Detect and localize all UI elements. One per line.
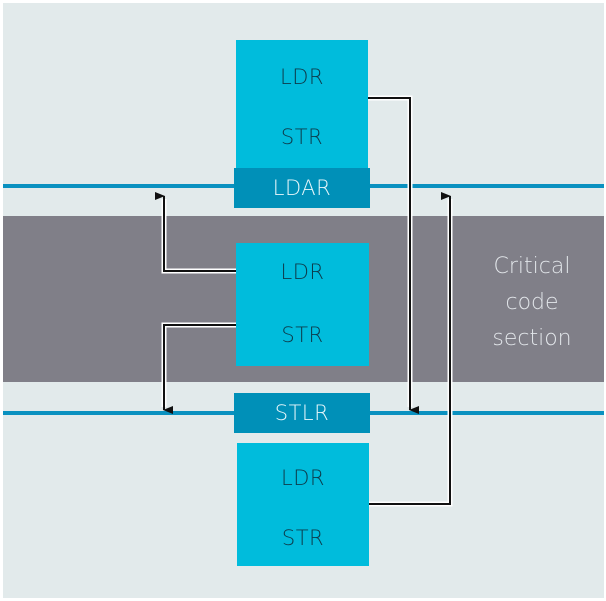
diagram-canvas: LDR STR LDAR LDR STR STLR LDR STR Critic… <box>3 3 604 598</box>
stlr-barrier-box: STLR <box>234 393 370 433</box>
middle-ldr-label: LDR <box>280 260 325 284</box>
arrow-upper-to-stlr <box>368 97 419 414</box>
upper-str-label: STR <box>280 125 324 149</box>
upper-instruction-block: LDR STR <box>236 40 368 174</box>
critical-label-line-3: section <box>492 326 572 351</box>
critical-section-label: Critical code section <box>473 249 591 357</box>
arrows-layer <box>155 95 453 507</box>
lower-ldr-label: LDR <box>281 466 325 490</box>
arrow-middle-ldr-to-ldar <box>155 192 236 272</box>
upper-ldr-label: LDR <box>280 65 324 89</box>
critical-label-line-2: code <box>505 290 559 315</box>
middle-str-label: STR <box>281 323 324 347</box>
critical-label-line-1: Critical <box>493 254 571 279</box>
middle-instruction-block: LDR STR <box>236 243 369 366</box>
ldar-barrier-box: LDAR <box>234 168 370 208</box>
lower-str-label: STR <box>281 526 325 550</box>
arrow-lower-to-ldar <box>369 192 451 505</box>
lower-instruction-block: LDR STR <box>237 443 369 566</box>
arrow-middle-str-to-stlr <box>163 324 236 414</box>
